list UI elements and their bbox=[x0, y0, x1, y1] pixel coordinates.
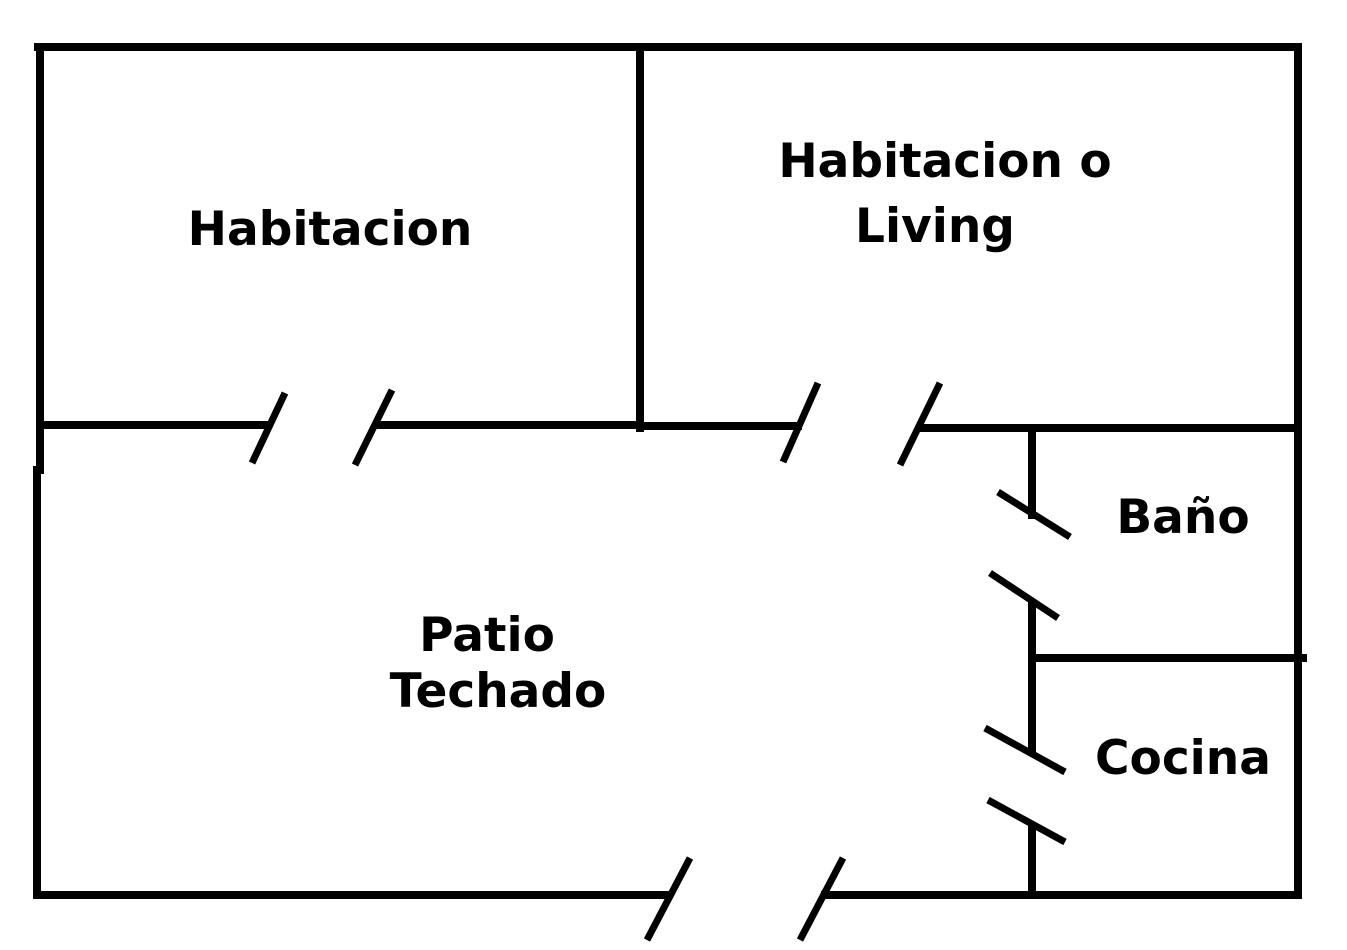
label-habitacion-living-2: Living bbox=[855, 199, 1015, 254]
door-mark bbox=[896, 381, 944, 467]
door-mark bbox=[643, 856, 694, 942]
door-mark bbox=[796, 856, 847, 942]
door-mark bbox=[996, 489, 1072, 540]
label-cocina: Cocina bbox=[1095, 731, 1271, 786]
door-mark bbox=[351, 388, 396, 467]
door-mark bbox=[988, 570, 1060, 621]
room-labels: Habitacion Habitacion o Living Baño Pati… bbox=[188, 134, 1271, 786]
door-mark bbox=[779, 381, 822, 464]
label-patio-2: Techado bbox=[390, 664, 607, 719]
door-mark bbox=[986, 796, 1067, 846]
label-patio-1: Patio bbox=[419, 608, 555, 663]
walls bbox=[33, 43, 1307, 899]
label-bano: Baño bbox=[1116, 490, 1249, 545]
doors bbox=[248, 381, 1072, 942]
label-habitacion: Habitacion bbox=[188, 202, 473, 257]
door-mark bbox=[248, 391, 289, 465]
label-habitacion-living-1: Habitacion o bbox=[778, 134, 1111, 189]
door-mark bbox=[983, 724, 1067, 776]
